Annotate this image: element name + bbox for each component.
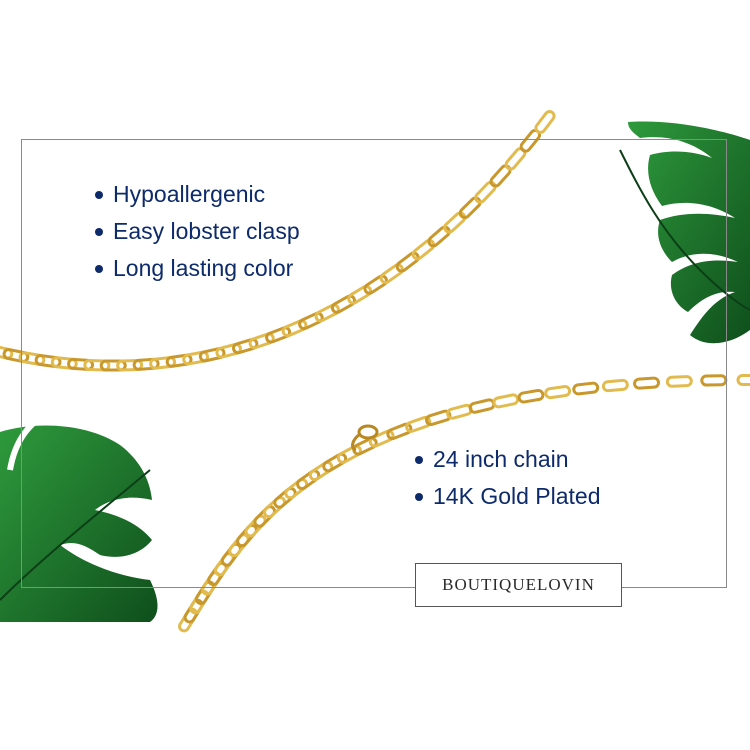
- chain-link: [386, 422, 413, 441]
- chain-link: [314, 303, 340, 323]
- chain-link: [34, 354, 62, 369]
- chain-link: [601, 378, 629, 393]
- chain-link: [236, 523, 258, 548]
- chain-link: [248, 332, 275, 350]
- chain-link: [83, 358, 111, 372]
- content-frame: [21, 139, 727, 588]
- chain-link: [273, 486, 297, 509]
- chain-link: [572, 381, 600, 396]
- chain-link: [544, 385, 572, 400]
- chain-link: [99, 359, 127, 372]
- chain-link: [395, 251, 420, 273]
- chain-link: [263, 496, 287, 519]
- chain-link: [443, 211, 467, 234]
- chain-link: [265, 326, 292, 344]
- chain-link: [363, 274, 388, 295]
- chain-link: [284, 478, 309, 500]
- chain-link: [534, 110, 556, 134]
- feature-label: Hypoallergenic: [113, 181, 266, 207]
- chain-link: [67, 357, 95, 371]
- chain-link: [427, 225, 451, 248]
- chain-link: [281, 319, 308, 338]
- chain-link: [379, 263, 404, 285]
- chain-link: [700, 374, 728, 387]
- chain-link: [198, 347, 226, 363]
- chain-link: [132, 357, 160, 371]
- feature-list-bottom: 24 inch chain 14K Gold Plated: [415, 441, 601, 515]
- chain-link: [347, 284, 373, 305]
- feature-item: Hypoallergenic: [95, 176, 300, 213]
- bullet-icon: [95, 264, 103, 273]
- chain-link: [336, 444, 362, 464]
- feature-label: Easy lobster clasp: [113, 218, 300, 244]
- brand-logo: BOUTIQUELOVIN: [415, 563, 622, 607]
- chain-link: [633, 376, 661, 390]
- chain-link: [165, 353, 193, 368]
- chain-link: [215, 342, 242, 359]
- bullet-icon: [415, 492, 423, 501]
- chain-link: [296, 469, 321, 491]
- chain-link: [368, 429, 395, 448]
- chain-link: [517, 388, 545, 404]
- chain-link: [308, 460, 334, 482]
- chain-link: [0, 344, 14, 360]
- chain-link: [182, 350, 210, 366]
- feature-label: 24 inch chain: [433, 446, 569, 472]
- chain-link: [232, 337, 259, 355]
- chain-link: [149, 356, 177, 370]
- chain-link: [244, 514, 267, 538]
- feature-label: Long lasting color: [113, 255, 294, 281]
- feature-label: 14K Gold Plated: [433, 483, 601, 509]
- feature-list-top: Hypoallergenic Easy lobster clasp Long l…: [95, 176, 300, 287]
- chain-link: [116, 358, 144, 372]
- chain-link: [665, 375, 693, 388]
- feature-item: Long lasting color: [95, 250, 300, 287]
- chain-link: [352, 437, 378, 456]
- chain-link: [253, 505, 277, 528]
- chain-link: [458, 196, 482, 220]
- bullet-icon: [95, 190, 103, 199]
- chain-link: [474, 180, 497, 204]
- monstera-leaf-bottom-left-icon: [0, 407, 158, 622]
- chain-link: [405, 415, 432, 433]
- feature-item: 14K Gold Plated: [415, 478, 601, 515]
- chain-link: [2, 348, 30, 364]
- chain-link: [50, 356, 78, 370]
- monstera-leaf-top-right-icon: [619, 121, 750, 344]
- gold-chain: [0, 110, 750, 633]
- brand-logo-text: BOUTIQUELOVIN: [442, 575, 595, 594]
- chain-link: [411, 238, 436, 261]
- chain-link: [18, 351, 46, 366]
- bullet-icon: [95, 227, 103, 236]
- feature-item: 24 inch chain: [415, 441, 601, 478]
- bullet-icon: [415, 455, 423, 464]
- lobster-clasp-icon: [351, 424, 379, 452]
- chain-link: [298, 311, 324, 331]
- chain-link: [736, 373, 750, 387]
- feature-item: Easy lobster clasp: [95, 213, 300, 250]
- chain-link: [322, 452, 348, 473]
- chain-link: [492, 393, 520, 409]
- chain-link: [330, 294, 357, 314]
- chain-link: [425, 409, 452, 427]
